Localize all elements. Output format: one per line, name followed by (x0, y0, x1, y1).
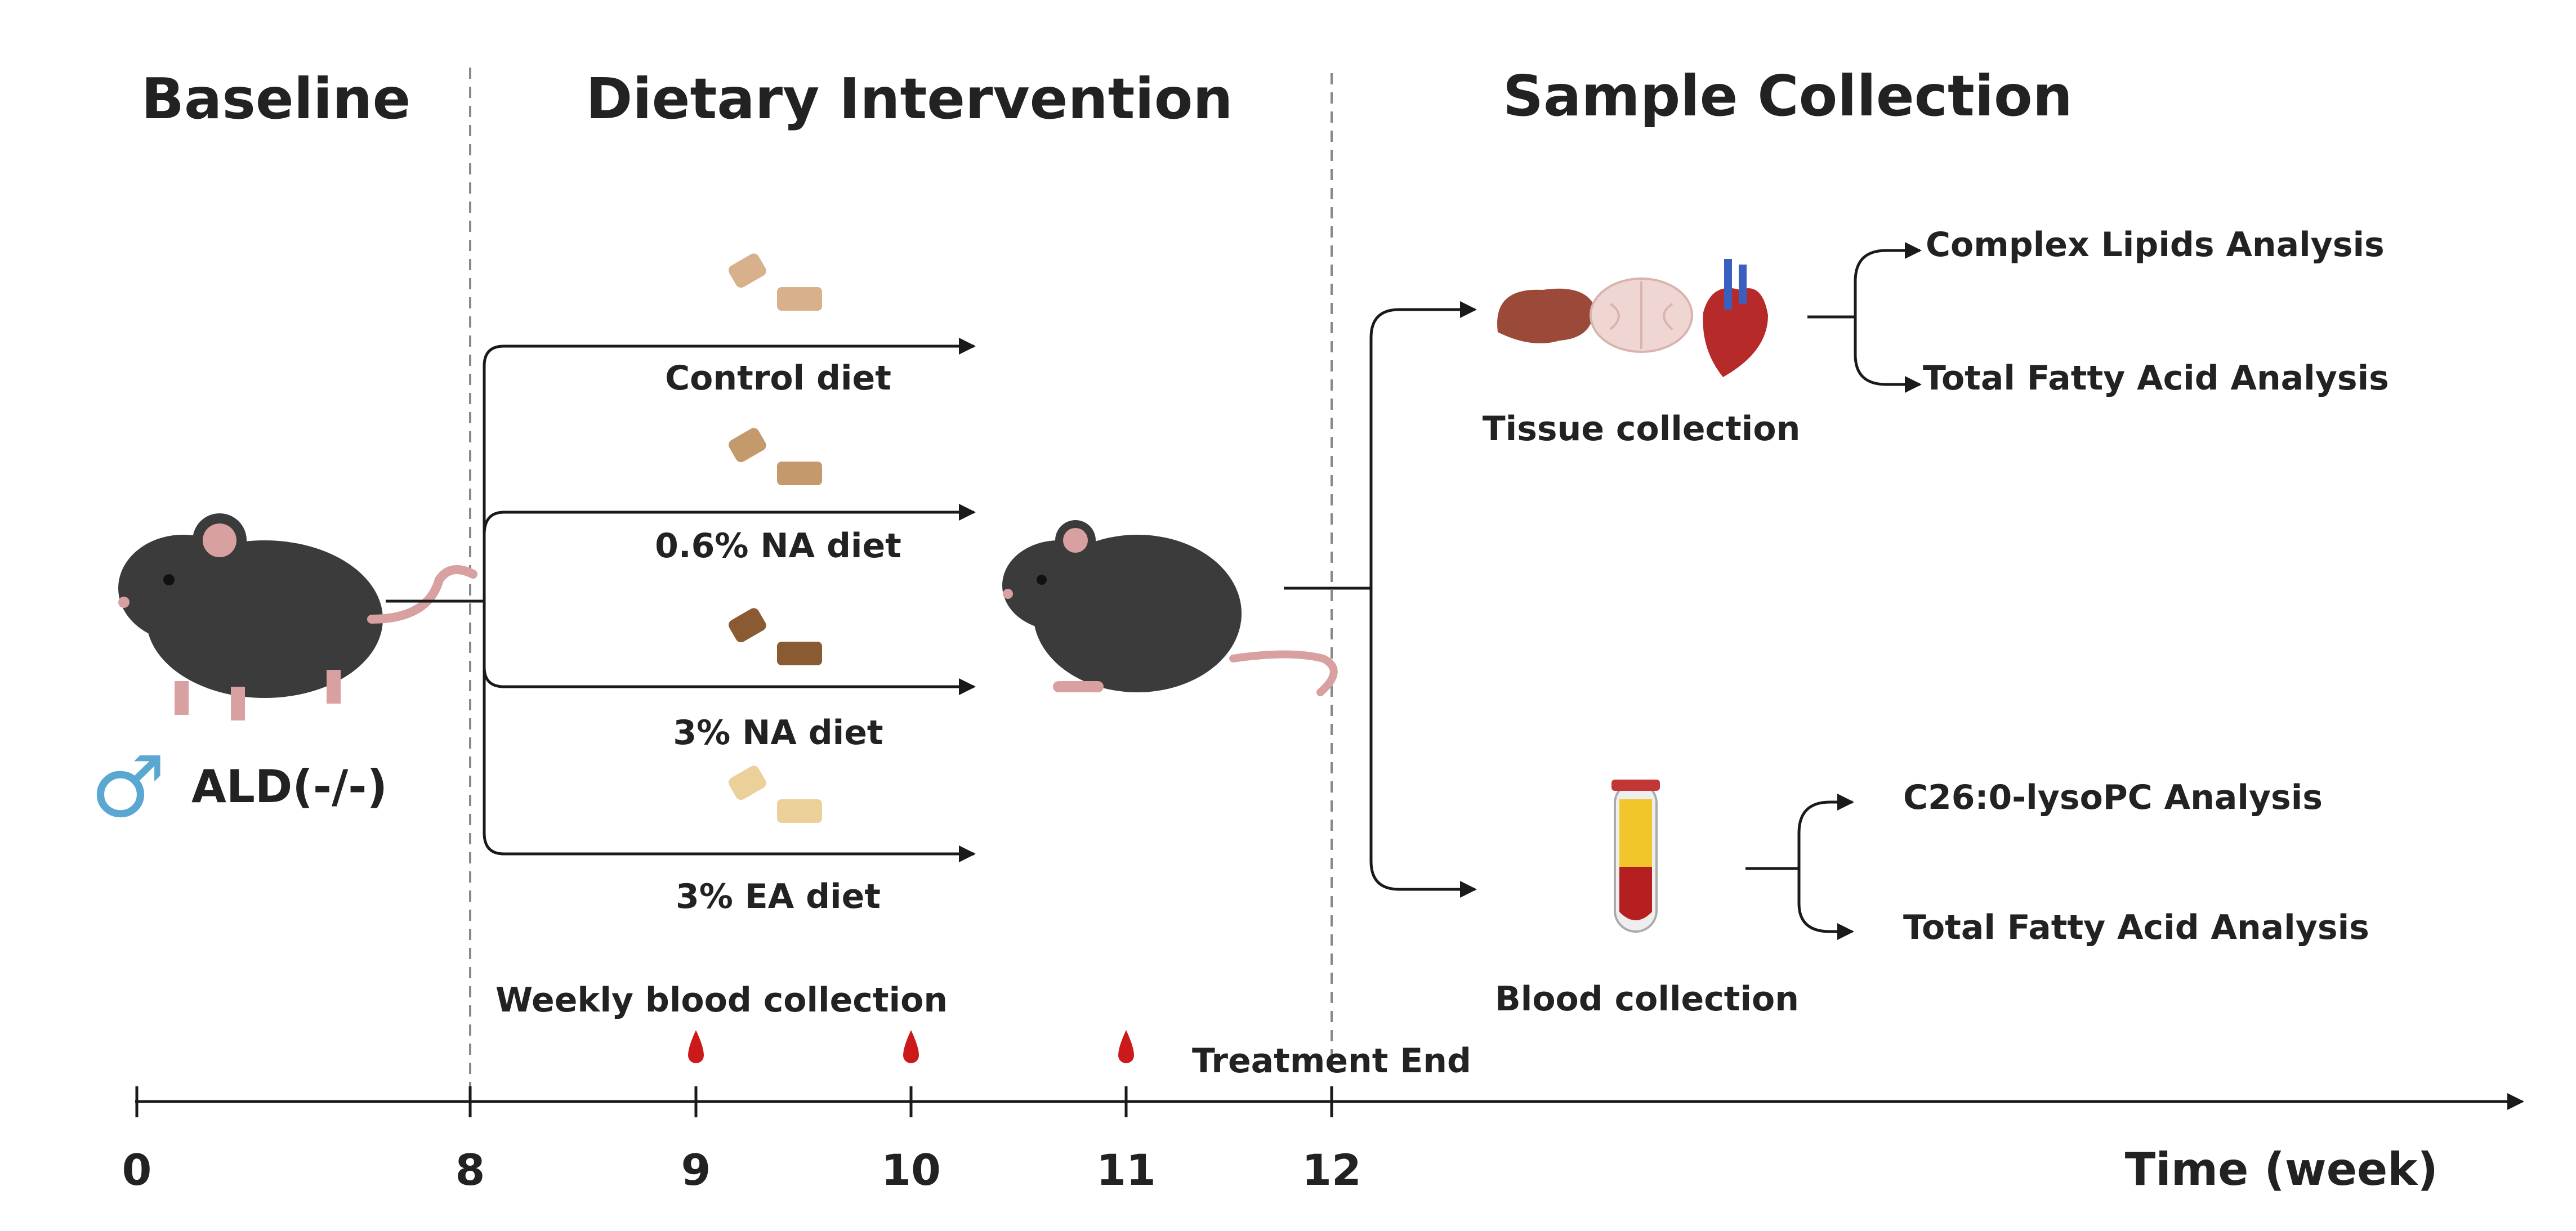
male-symbol-icon: ♂ (90, 738, 166, 836)
tick-label-12: 12 (1302, 1145, 1361, 1195)
tick-label-9: 9 (681, 1145, 711, 1195)
blood-drop-icon (688, 1030, 704, 1063)
arrow-to-tissue (1369, 301, 1477, 588)
arrow-tissue-analysis-1 (1854, 242, 1922, 317)
diet-arrow-3ea (483, 832, 976, 862)
liver-icon (1497, 288, 1594, 343)
tick-label-8: 8 (456, 1145, 485, 1195)
tick-label-11: 11 (1096, 1145, 1156, 1195)
arrow-to-blood (1369, 588, 1477, 898)
food-pellet-icon (726, 251, 822, 311)
tissue-collection-label: Tissue collection (1483, 409, 1801, 449)
food-pellet-icon (726, 606, 822, 665)
blood-drop-icon (903, 1030, 919, 1063)
genotype-label: ALD(-/-) (191, 760, 387, 813)
weekly-blood-label: Weekly blood collection (495, 981, 948, 1020)
tissue-analysis-2: Total Fatty Acid Analysis (1923, 359, 2389, 398)
blood-tube-icon (1611, 780, 1660, 933)
diet-label-06na: 0.6% NA diet (655, 526, 901, 566)
heart-icon (1703, 259, 1768, 377)
diet-arrow-control (483, 338, 976, 366)
diet-label-control: Control diet (665, 359, 891, 398)
diet-arrow-3na (483, 666, 976, 695)
food-pellet-icon (726, 763, 822, 823)
arrow-blood-analysis-1 (1797, 794, 1854, 869)
mouse-icon (118, 513, 477, 720)
mouse-icon (1002, 520, 1338, 696)
blood-drop-icon (1118, 1030, 1134, 1063)
brain-icon (1590, 277, 1693, 353)
blood-analysis-1: C26:0-lysoPC Analysis (1903, 778, 2323, 817)
food-pellet-icon (726, 426, 822, 485)
tick-label-0: 0 (122, 1145, 152, 1195)
tissue-analysis-1: Complex Lipids Analysis (1926, 225, 2385, 265)
axis-label: Time (week) (2125, 1143, 2438, 1196)
phase-title-intervention: Dietary Intervention (586, 66, 1233, 132)
blood-collection-label: Blood collection (1495, 979, 1799, 1019)
arrow-blood-analysis-2 (1797, 869, 1854, 940)
tick-label-10: 10 (881, 1145, 941, 1195)
diet-label-3ea: 3% EA diet (676, 877, 881, 916)
treatment-end-label: Treatment End (1192, 1041, 1471, 1081)
diet-label-3na: 3% NA diet (673, 713, 883, 753)
phase-title-baseline: Baseline (141, 66, 411, 132)
arrow-tissue-analysis-2 (1854, 317, 1922, 393)
phase-title-collection: Sample Collection (1503, 63, 2073, 129)
blood-analysis-2: Total Fatty Acid Analysis (1903, 908, 2369, 947)
